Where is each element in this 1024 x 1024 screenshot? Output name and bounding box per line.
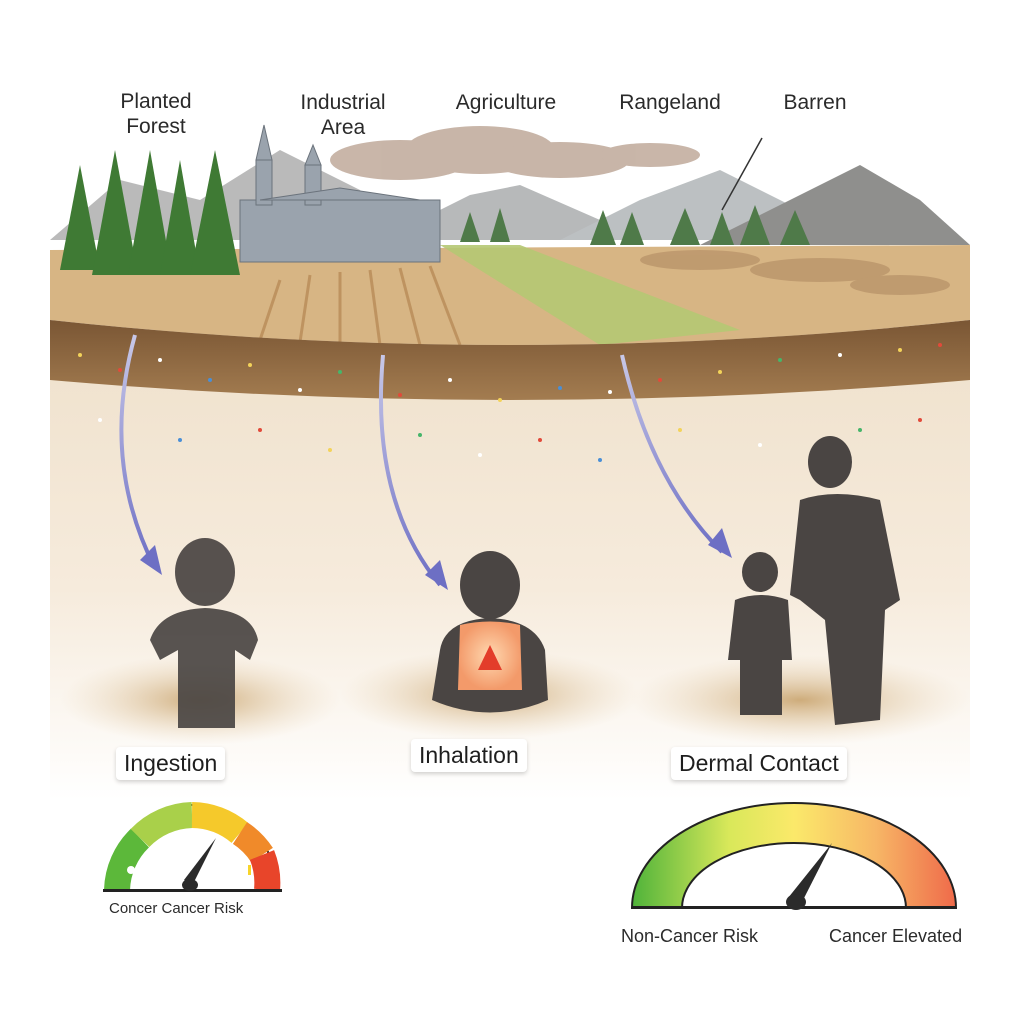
warning-icon bbox=[248, 865, 251, 875]
dermal-arrow bbox=[620, 354, 724, 554]
cancer-elevated-caption: Cancer Elevated bbox=[829, 926, 963, 946]
inhalation-child-silhouette bbox=[432, 551, 548, 713]
small-gauge-caption: Concer Cancer Risk bbox=[109, 900, 244, 917]
label-industrial-area: Industrial Area bbox=[300, 91, 386, 139]
smog-cloud bbox=[330, 126, 700, 180]
ingestion-arrow bbox=[119, 334, 157, 569]
label-agriculture: Agriculture bbox=[455, 91, 557, 114]
non-cancer-risk-caption: Non-Cancer Risk bbox=[621, 926, 759, 946]
cancer-risk-gauge-small bbox=[103, 802, 282, 892]
gauge-needle bbox=[788, 843, 832, 906]
ground-surface bbox=[50, 245, 970, 345]
arrowheads bbox=[140, 528, 732, 590]
industrial-building bbox=[239, 124, 441, 263]
risk-gauge-large bbox=[630, 802, 958, 910]
label-planted-forest: Planted Forest bbox=[120, 90, 192, 138]
agriculture-field bbox=[440, 245, 740, 345]
distant-trees bbox=[460, 205, 810, 245]
gauge-needle bbox=[184, 838, 216, 886]
rangeland-mounds bbox=[640, 250, 950, 295]
label-ingestion: Ingestion bbox=[116, 747, 226, 780]
label-barren: Barren bbox=[783, 91, 847, 114]
label-rangeland: Rangeland bbox=[619, 91, 721, 114]
contaminant-particles bbox=[78, 343, 942, 462]
lungs-icon bbox=[478, 645, 502, 670]
plowed-furrows bbox=[258, 265, 462, 346]
inhalation-arrow bbox=[379, 354, 442, 587]
ingestion-child-silhouette bbox=[150, 538, 258, 728]
soil-layer bbox=[50, 320, 970, 400]
pathway-arrows bbox=[119, 334, 724, 587]
soil-exposure-illustration bbox=[50, 124, 970, 800]
barren-leader-line bbox=[721, 137, 763, 211]
dermal-contact-silhouettes bbox=[728, 436, 900, 725]
planted-forest-trees bbox=[60, 150, 240, 275]
label-dermal-contact: Dermal Contact bbox=[671, 747, 847, 780]
label-inhalation: Inhalation bbox=[411, 739, 527, 772]
safe-icon bbox=[127, 866, 135, 874]
